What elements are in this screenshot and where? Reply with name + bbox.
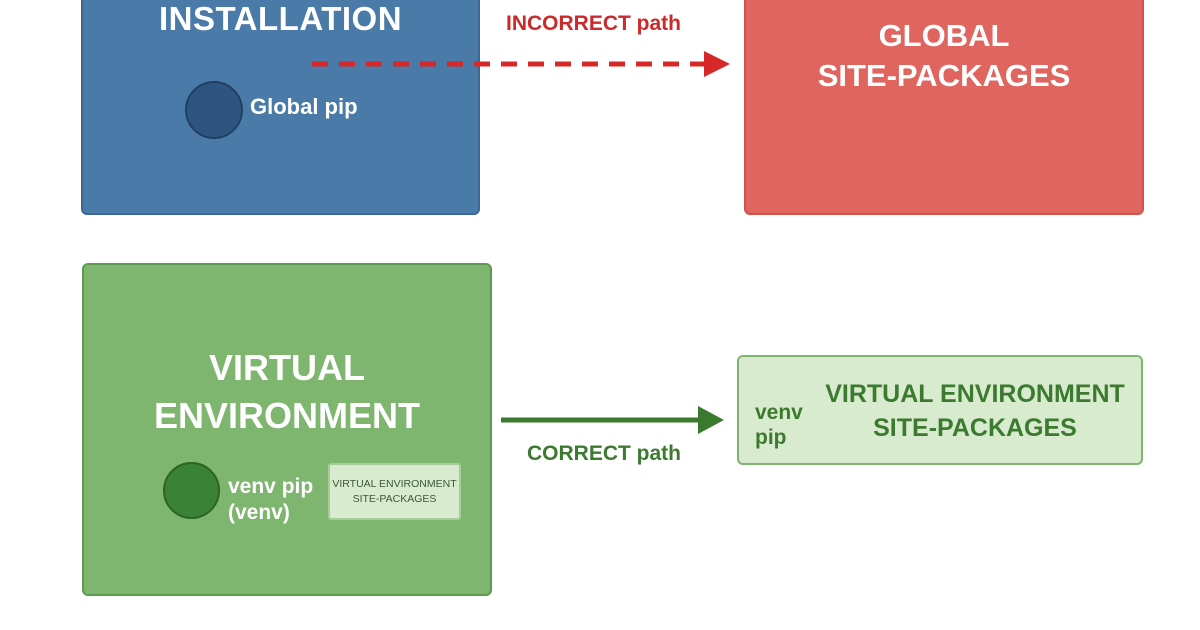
venv-pip-icon (163, 462, 220, 519)
incorrect-path-label: INCORRECT path (506, 12, 681, 35)
inner-site-packages-title-line2: SITE-PACKAGES (352, 493, 437, 505)
global-pip-icon (185, 81, 243, 139)
venv-site-packages-box (737, 355, 1143, 465)
inner-site-packages-box (328, 463, 461, 520)
venv-site-pip-line2: pip (755, 426, 787, 449)
global-site-packages-title: GLOBAL SITE-PACKAGES (744, 16, 1144, 96)
correct-path-label: CORRECT path (527, 442, 681, 465)
venv-site-packages-title: VIRTUAL ENVIRONMENT SITE-PACKAGES (815, 377, 1135, 445)
global-site-packages-title-line1: GLOBAL (878, 18, 1010, 53)
global-site-packages-title-line2: SITE-PACKAGES (817, 58, 1071, 93)
venv-site-pip-line1: venv (755, 401, 803, 424)
venv-pip-label: venv pip (venv) (228, 474, 313, 526)
virtual-environment-box (82, 263, 492, 596)
virtual-environment-title-line1: VIRTUAL (209, 347, 365, 388)
venv-pip-label-line1: venv pip (228, 475, 314, 498)
virtual-environment-title-line2: ENVIRONMENT (153, 395, 420, 436)
venv-site-packages-title-line1: VIRTUAL ENVIRONMENT (825, 380, 1125, 408)
global-site-packages-box (744, 0, 1144, 215)
incorrect-path-arrowhead (704, 51, 730, 77)
venv-site-packages-title-line2: SITE-PACKAGES (873, 414, 1077, 442)
inner-site-packages-title: VIRTUAL ENVIRONMENT SITE-PACKAGES (328, 477, 461, 507)
inner-site-packages-title-line1: VIRTUAL ENVIRONMENT (332, 478, 457, 490)
global-installation-title: INSTALLATION (158, 0, 403, 37)
global-pip-label: Global pip (250, 94, 358, 119)
venv-site-pip-label: venv pip (755, 400, 803, 450)
correct-path-arrowhead (698, 406, 724, 434)
venv-pip-label-line2: (venv) (228, 501, 290, 524)
global-installation-box (81, 0, 480, 215)
virtual-environment-title: VIRTUAL ENVIRONMENT (82, 344, 492, 440)
